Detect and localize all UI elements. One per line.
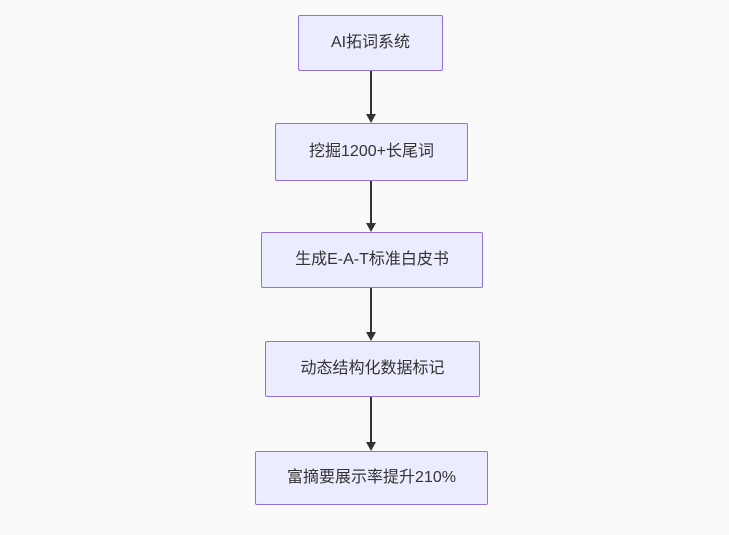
arrow-line [370,288,372,332]
node-label: 富摘要展示率提升210% [287,469,456,487]
node-label: 动态结构化数据标记 [300,360,445,378]
flowchart-node-longtail-keywords: 挖掘1200+长尾词 [275,123,468,181]
flowchart-node-eat-whitepaper: 生成E-A-T标准白皮书 [261,232,483,288]
arrowhead-icon [366,114,376,123]
arrow-down-4 [365,397,377,451]
node-label: AI拓词系统 [330,34,411,52]
arrow-down-3 [365,288,377,341]
node-label: 生成E-A-T标准白皮书 [295,251,449,269]
node-label: 挖掘1200+长尾词 [309,143,434,161]
flowchart-node-structured-data: 动态结构化数据标记 [265,341,480,397]
arrowhead-icon [366,442,376,451]
arrow-line [370,181,372,223]
arrow-line [370,397,372,442]
flowchart-node-ai-system: AI拓词系统 [298,15,443,71]
arrow-down-2 [365,181,377,232]
arrow-line [370,71,372,114]
flowchart-node-rich-snippet-result: 富摘要展示率提升210% [255,451,488,505]
arrowhead-icon [366,332,376,341]
arrowhead-icon [366,223,376,232]
arrow-down-1 [365,71,377,123]
